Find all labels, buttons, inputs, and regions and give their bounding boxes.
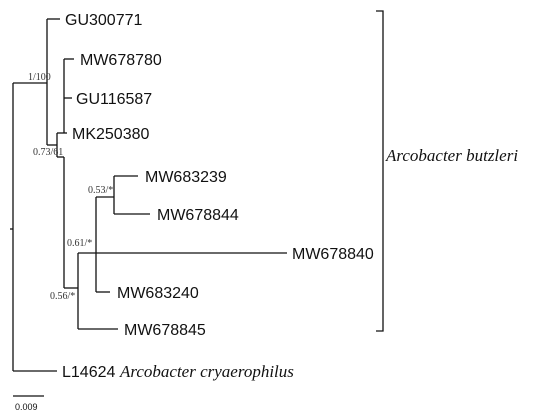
- taxon-label-mw678845: MW678845: [124, 322, 206, 339]
- support-label-053: 0.53/*: [88, 185, 113, 196]
- taxon-label-mw678780: MW678780: [80, 52, 162, 69]
- taxon-label-mw683240: MW683240: [117, 285, 199, 302]
- support-label-073-61: 0.73/61: [33, 147, 63, 158]
- scale-bar-label: 0.009: [15, 402, 38, 412]
- taxon-label-mw678840: MW678840: [292, 246, 374, 263]
- taxon-label-mw683239: MW683239: [145, 169, 227, 186]
- taxon-label-gu300771: GU300771: [65, 12, 142, 29]
- support-label-061: 0.61/*: [67, 238, 92, 249]
- taxon-label-mw678844: MW678844: [157, 207, 239, 224]
- outgroup-species-label: Arcobacter cryaerophilus: [119, 362, 294, 381]
- taxon-label-l14624: L14624: [62, 364, 115, 381]
- clade-label: Arcobacter butzleri: [385, 146, 518, 165]
- clade-bracket: [376, 10, 384, 332]
- taxon-label-gu116587: GU116587: [76, 91, 152, 108]
- support-label-056: 0.56/*: [50, 291, 75, 302]
- taxon-label-mk250380: MK250380: [72, 126, 149, 143]
- support-label-1-100: 1/100: [28, 72, 51, 83]
